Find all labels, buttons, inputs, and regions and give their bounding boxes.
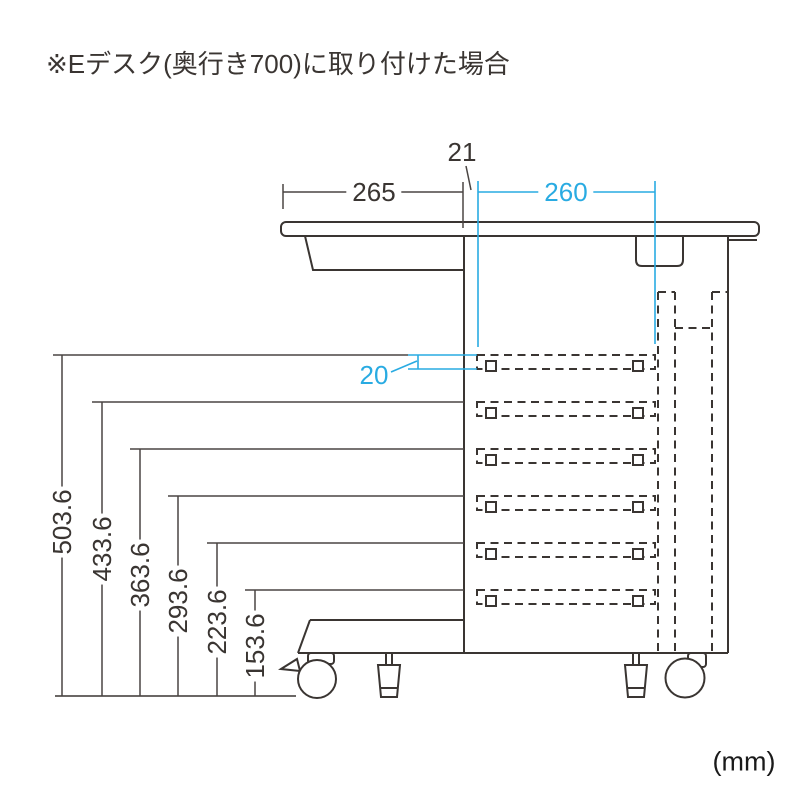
- cyan-dimension-lines: [390, 181, 656, 373]
- shelf-slot-row: [476, 495, 656, 513]
- mount-bracket-notch: [635, 236, 684, 267]
- unit-label: (mm): [712, 746, 776, 777]
- base-front-slant: [297, 619, 311, 654]
- height-label-153: 153.6: [240, 610, 270, 682]
- casters-and-feet: [55, 652, 707, 699]
- rear-adjuster-foot-icon: [623, 653, 649, 698]
- shelf-slot-row: [476, 448, 656, 466]
- height-label-503: 503.6: [47, 486, 77, 558]
- desktop-surface: [280, 221, 760, 237]
- front-adjuster-foot-icon: [376, 653, 402, 698]
- height-label-223: 223.6: [202, 586, 232, 658]
- shelf-slot-rows: [476, 354, 656, 607]
- dim-20-label: 20: [359, 360, 389, 390]
- shelf-slot-row: [476, 589, 656, 607]
- front-caster-icon: [278, 652, 337, 699]
- height-label-433: 433.6: [87, 513, 117, 585]
- shelf-slot-row: [476, 542, 656, 560]
- dim-260-label: 260: [538, 179, 594, 205]
- hidden-desk-leg: [657, 291, 728, 653]
- height-label-363: 363.6: [125, 539, 155, 611]
- height-label-293: 293.6: [163, 565, 193, 637]
- under-desk-tray: [304, 235, 464, 271]
- dim-265-label: 265: [346, 179, 402, 205]
- shelf-slot-row: [476, 401, 656, 419]
- diagram-title: ※Eデスク(奥行き700)に取り付けた場合: [46, 49, 510, 79]
- dim-21-label: 21: [447, 137, 477, 167]
- dim-20-leader: [390, 360, 418, 373]
- rear-caster-icon: [664, 652, 707, 699]
- desk-and-rack-outline: [280, 221, 760, 654]
- dim-21-leader: [465, 165, 472, 191]
- shelf-slot-row: [476, 354, 656, 372]
